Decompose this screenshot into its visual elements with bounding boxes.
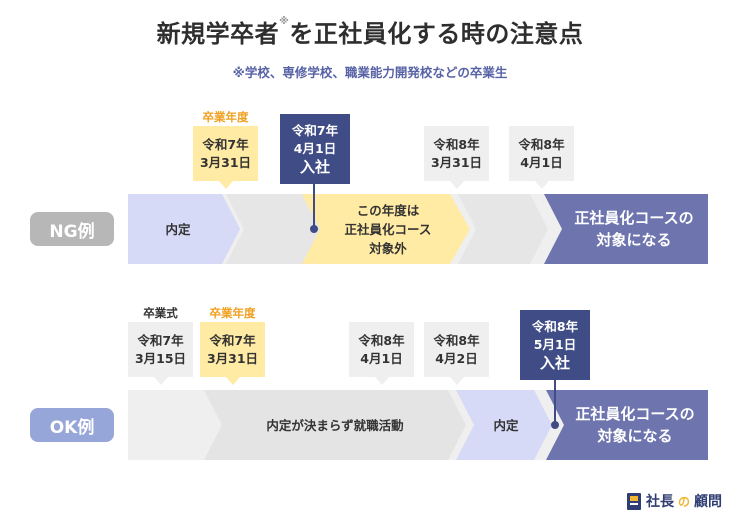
ok-callout-4-box: [424, 322, 489, 377]
ok-ceremony-heading: 卒業式: [143, 306, 178, 320]
brand-logo-text-a: 社長: [645, 494, 674, 510]
ok-callout-1-date: 3月15日: [134, 351, 187, 366]
ng-callout-4-box: [509, 126, 574, 181]
ok-callout-5-dot: [551, 421, 559, 429]
title-mark: ※: [279, 16, 290, 27]
ok-callout-5-date: 5月1日: [533, 337, 577, 352]
ng-chevron-3: [458, 194, 548, 264]
ng-excluded-line-1: この年度は: [356, 202, 420, 218]
ok-offer-label: 内定: [493, 417, 519, 433]
ok-callout-4-year: 令和8年: [433, 333, 480, 348]
ok-callout-4-tail: [450, 377, 464, 385]
ng-callout-2-box: [280, 114, 350, 184]
ng-callout-1-year: 令和7年: [202, 137, 249, 152]
ng-segment-offer: [128, 194, 240, 264]
ng-callout-3-date: 3月31日: [430, 155, 483, 170]
ng-callout-3-tail: [450, 181, 464, 189]
ok-eligible-line-1: 正社員化コースの: [575, 405, 695, 423]
ng-eligible-label: 正社員化コースの 対象になる: [560, 194, 708, 264]
brand-logo-text-c: 顧問: [694, 494, 722, 510]
brand-logo-text-b: の: [677, 494, 690, 509]
ng-callout-4-year: 令和8年: [518, 137, 565, 152]
ng-eligible-line-2: 対象になる: [596, 231, 672, 249]
ok-callout-5-year: 令和8年: [531, 319, 579, 334]
ok-callout-3: 令和8年 4月1日: [349, 327, 414, 377]
ng-callout-1: 令和7年 3月31日: [193, 131, 258, 181]
ok-eligible-label: 正社員化コースの 対象になる: [562, 390, 708, 460]
ok-callout-1-year: 令和7年: [137, 333, 184, 348]
ok-callout-2: 令和7年 3月31日: [200, 327, 265, 377]
brand-logo-icon: [626, 493, 641, 510]
ok-callout-3-year: 令和8年: [358, 333, 405, 348]
ng-callout-2-dot: [310, 225, 318, 233]
brand-logo: 社長の顧問: [626, 491, 722, 511]
ok-callout-5-join: 入社: [539, 354, 570, 372]
ok-eligible-line-2: 対象になる: [597, 427, 673, 445]
ok-callout-4: 令和8年 4月2日: [424, 327, 489, 377]
ok-callout-2-date: 3月31日: [206, 351, 259, 366]
subtitle-note: ※学校、専修学校、職業能力開発校などの卒業生: [232, 65, 508, 80]
ok-callout-2-box: [200, 322, 265, 377]
ng-callout-2-join: 入社: [299, 158, 330, 176]
title-rest: を正社員化する時の注意点: [289, 20, 584, 48]
ok-callout-2-year: 令和7年: [209, 333, 256, 348]
ng-badge: NG例: [30, 212, 114, 246]
ng-callout-1-tail: [219, 181, 233, 189]
ok-callout-3-date: 4月1日: [360, 351, 403, 366]
page-title: 新規学卒者※を正社員化する時の注意点: [0, 14, 740, 49]
ok-callout-4-date: 4月2日: [435, 351, 478, 366]
ng-callout-4: 令和8年 4月1日: [509, 131, 574, 181]
ng-callout-2-year: 令和7年: [291, 123, 339, 138]
ng-excluded-line-3: 対象外: [369, 240, 407, 256]
ng-excluded-line-2: 正社員化コース: [344, 221, 432, 237]
ng-chevron-1: [226, 194, 324, 264]
ng-segment-eligible: [544, 194, 708, 264]
ok-callout-1-box: [128, 322, 193, 377]
ok-segment-eligible: [546, 390, 708, 460]
ok-grad-year-heading: 卒業年度: [209, 306, 256, 320]
ng-callout-4-date: 4月1日: [520, 155, 563, 170]
ng-callout-3-box: [424, 126, 489, 181]
ng-callout-1-box: [193, 126, 258, 181]
ng-callout-4-tail: [535, 181, 549, 189]
ok-segment-offer: [456, 390, 552, 460]
ng-callout-2-date: 4月1日: [293, 141, 337, 156]
ng-callout-2: 令和7年 4月1日 入社: [280, 117, 350, 183]
ng-excluded-label: この年度は 正社員化コース 対象外: [318, 194, 458, 264]
ok-callout-1-tail: [154, 377, 168, 385]
ng-callout-1-date: 3月31日: [199, 155, 252, 170]
ng-eligible-line-1: 正社員化コースの: [574, 209, 694, 227]
ok-callout-3-tail: [375, 377, 389, 385]
ok-badge: OK例: [30, 408, 114, 442]
ng-segment-excluded: [302, 194, 470, 264]
ok-callout-3-box: [349, 322, 414, 377]
ok-callout-5: 令和8年 5月1日 入社: [520, 313, 590, 379]
ok-callout-5-box: [520, 310, 590, 380]
ok-callout-1: 令和7年 3月15日: [128, 327, 193, 377]
title-main: 新規学卒者: [156, 20, 280, 48]
ng-callout-3-year: 令和8年: [433, 137, 480, 152]
ng-offer-label: 内定: [165, 221, 191, 237]
ng-grad-year-heading: 卒業年度: [202, 110, 249, 124]
ok-job-hunting-label: 内定が決まらず就職活動: [266, 417, 404, 433]
ok-callout-2-tail: [226, 377, 240, 385]
ng-callout-3: 令和8年 3月31日: [424, 131, 489, 181]
ok-segment-job-hunting: [204, 390, 466, 460]
